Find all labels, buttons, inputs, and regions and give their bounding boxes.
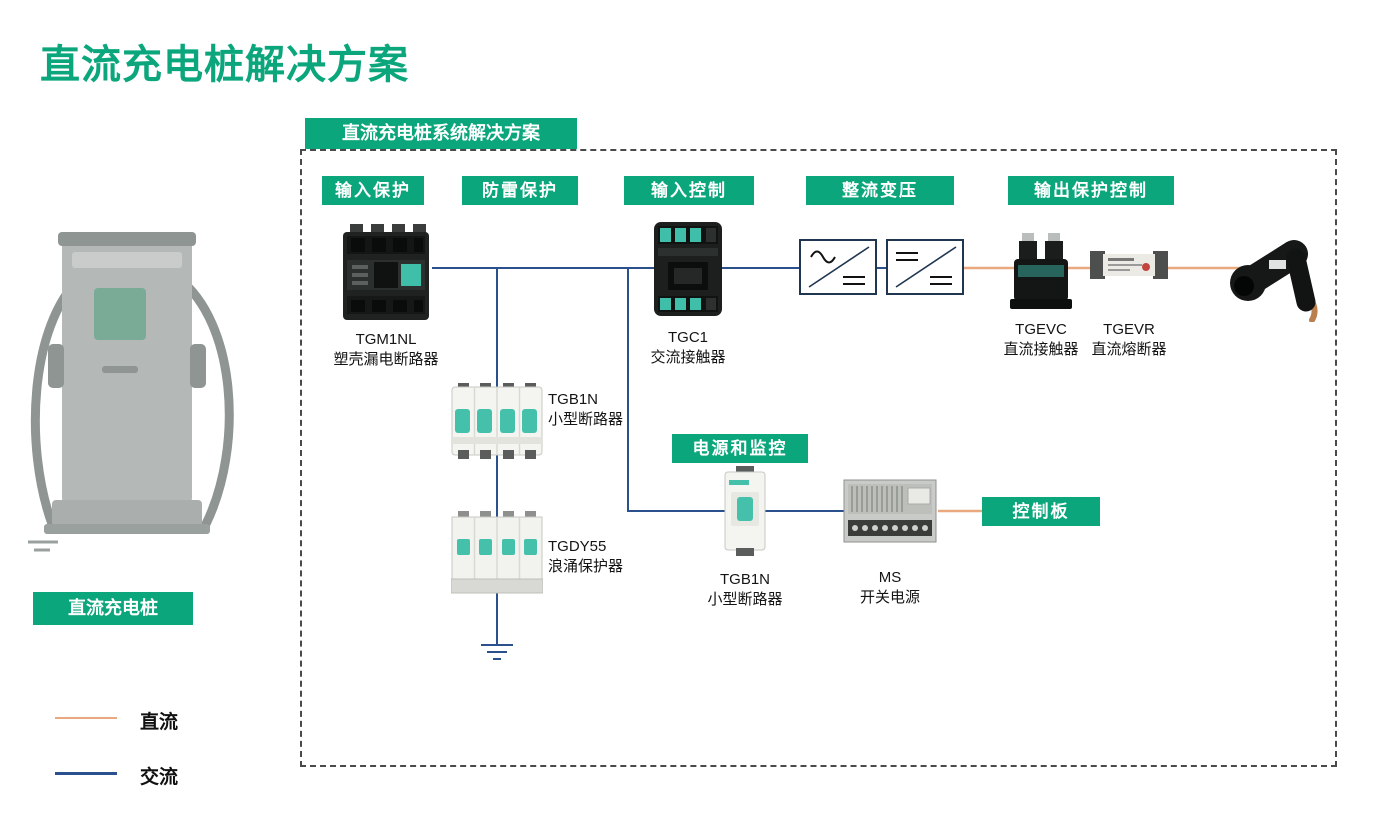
stage-output-protection-control: 输出保护控制 [1008, 176, 1174, 205]
pile-label: 直流充电桩 [33, 592, 193, 625]
tgb1n-4p-breaker-image [451, 383, 543, 459]
tgdy55-model: TGDY55 [548, 538, 607, 555]
tgevr-name: 直流熔断器 [1091, 341, 1167, 358]
tgdy55-name: 浪涌保护器 [548, 558, 624, 575]
legend-dc-label: 直流 [140, 712, 179, 733]
tgb1n-4p-name: 小型断路器 [548, 411, 624, 428]
tgevc-model: TGEVC [1015, 321, 1067, 338]
tgb1n-1p-name: 小型断路器 [707, 591, 783, 608]
tgb1n-1p-label: TGB1N 小型断路器 [675, 570, 815, 610]
page-title: 直流充电桩解决方案 [40, 43, 409, 87]
tgm1nl-name: 塑壳漏电断路器 [333, 351, 439, 368]
ms-label: MS 开关电源 [820, 568, 960, 608]
tgevr-label: TGEVR 直流熔断器 [1064, 320, 1194, 360]
tgdy55-spd-image [450, 511, 544, 595]
control-board-label: 控制板 [982, 497, 1100, 526]
solution-frame [300, 149, 1337, 767]
tgb1n-4p-label: TGB1N 小型断路器 [548, 390, 678, 430]
tgm1nl-label: TGM1NL 塑壳漏电断路器 [296, 330, 476, 370]
tgb1n-4p-model: TGB1N [548, 391, 599, 408]
tgevc-name: 直流接触器 [1003, 341, 1079, 358]
ms-model: MS [878, 569, 902, 586]
tgdy55-label: TGDY55 浪涌保护器 [548, 537, 678, 577]
tgevr-model: TGEVR [1103, 321, 1155, 338]
legend-ac-label: 交流 [140, 767, 179, 788]
tgm1nl-model: TGM1NL [355, 331, 417, 348]
stage-input-protection: 输入保护 [322, 176, 424, 205]
legend-dc-line-swatch [55, 717, 117, 719]
panel-banner: 直流充电桩系统解决方案 [305, 118, 577, 149]
stage-rectify-transform: 整流变压 [806, 176, 954, 205]
tgc1-contactor-image [646, 220, 730, 318]
ms-power-supply-image [842, 476, 938, 548]
tgm1nl-breaker-image [340, 224, 432, 322]
charging-gun-image [1222, 222, 1327, 323]
tgevc-label: TGEVC 直流接触器 [976, 320, 1106, 360]
tgevr-fuse-image [1090, 248, 1168, 282]
tgb1n-1p-breaker-image [716, 466, 774, 556]
charging-pile-illustration [28, 226, 273, 566]
dcdc-converter-icon [886, 239, 964, 295]
tgb1n-1p-model: TGB1N [719, 571, 770, 588]
tgc1-label: TGC1 交流接触器 [598, 328, 778, 368]
ms-name: 开关电源 [859, 589, 920, 606]
acdc-converter-icon [799, 239, 877, 295]
stage-surge-protection: 防雷保护 [462, 176, 578, 205]
tgevc-contactor-image [1008, 231, 1074, 313]
stage-power-and-monitor: 电源和监控 [672, 434, 808, 463]
tgc1-name: 交流接触器 [650, 349, 726, 366]
legend-ac-line-swatch [55, 772, 117, 775]
tgc1-model: TGC1 [667, 329, 708, 346]
stage-input-control: 输入控制 [624, 176, 754, 205]
